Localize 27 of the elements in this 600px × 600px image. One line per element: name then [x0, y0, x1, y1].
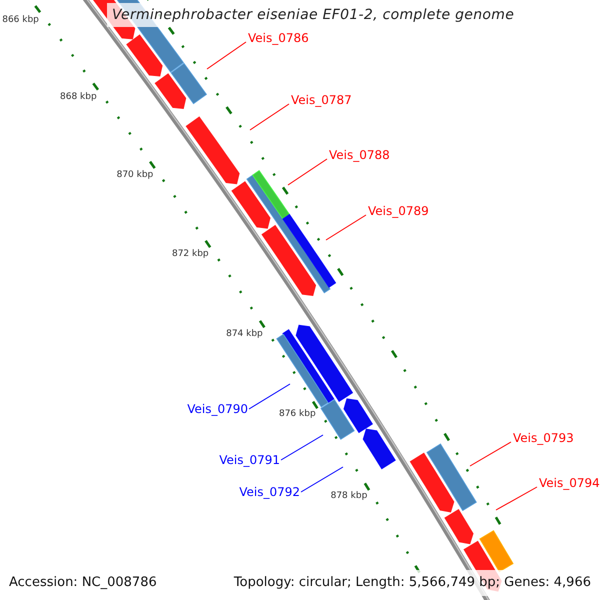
- leader-line: [300, 466, 344, 492]
- scale-label: 876 kbp: [278, 409, 316, 420]
- scale-label: 878 kbp: [330, 490, 368, 501]
- scale-label: 870 kbp: [116, 170, 154, 180]
- gene-label: Veis_0786: [248, 31, 309, 45]
- leader-line: [280, 434, 324, 460]
- leader-line: [206, 42, 246, 70]
- scale-label: 866 kbp: [2, 14, 39, 25]
- scale-label: 872 kbp: [172, 248, 209, 259]
- leader-line: [326, 214, 366, 240]
- leader-line: [248, 384, 290, 410]
- gene-label: Veis_0788: [329, 148, 390, 162]
- gene-label: Veis_0792: [239, 485, 300, 499]
- leader-line: [250, 104, 290, 130]
- gene-label: Veis_0787: [291, 93, 352, 107]
- info-text: Topology: circular; Length: 5,566,749 bp; Genes: 4,966: [234, 574, 591, 590]
- info-text: Accession: NC_008786: [9, 574, 157, 590]
- gene-label: Veis_0794: [539, 476, 600, 490]
- gene-label: Veis_0790: [187, 402, 248, 416]
- gene-label: Veis_0793: [513, 431, 574, 445]
- scale-label: 874 kbp: [226, 328, 263, 339]
- leader-line: [288, 158, 328, 186]
- leader-line: [470, 442, 512, 466]
- gene-label: Veis_0791: [219, 453, 280, 467]
- scale-label: 868 kbp: [60, 92, 97, 102]
- gene-label: Veis_0789: [368, 204, 429, 218]
- leader-line: [496, 486, 538, 510]
